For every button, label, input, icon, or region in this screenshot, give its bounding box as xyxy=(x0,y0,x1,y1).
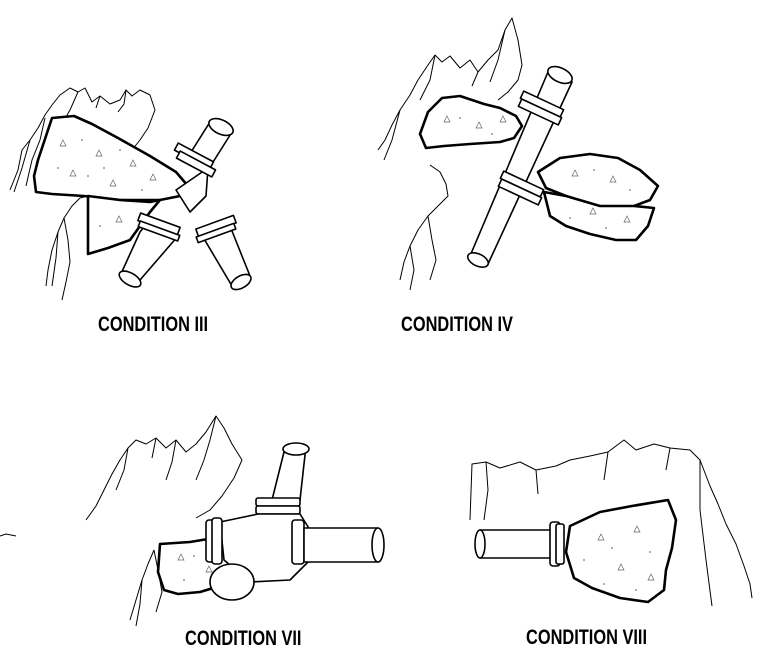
condition-vii-illustration xyxy=(0,415,385,627)
rock-face xyxy=(85,415,243,521)
condition-viii-label: CONDITION VIII xyxy=(526,626,648,649)
aggregate-pattern xyxy=(57,139,157,227)
concrete-encasement-right-lower xyxy=(542,190,656,242)
condition-iii-illustration xyxy=(9,87,252,301)
pipe-reducer xyxy=(474,521,565,567)
concrete-encasement xyxy=(564,498,678,604)
concrete-encasement-left xyxy=(418,94,524,150)
aggregate-pattern xyxy=(583,525,655,591)
condition-viii-illustration xyxy=(469,439,753,607)
condition-iv-illustration xyxy=(377,17,660,291)
rock-face xyxy=(469,439,753,599)
aggregate-pattern xyxy=(443,115,631,229)
straight-pipe xyxy=(466,65,573,268)
concrete-encasement xyxy=(32,114,190,202)
rock-face xyxy=(9,87,156,191)
condition-vii-label: CONDITION VII xyxy=(185,627,302,650)
condition-iv-label: CONDITION IV xyxy=(401,313,513,336)
rock-lower xyxy=(47,195,89,271)
pipe-cross-fitting xyxy=(205,442,385,601)
pipe-wye xyxy=(118,117,252,291)
rock-face xyxy=(377,17,523,151)
condition-iii-label: CONDITION III xyxy=(98,313,209,336)
rock-lower xyxy=(399,164,449,281)
